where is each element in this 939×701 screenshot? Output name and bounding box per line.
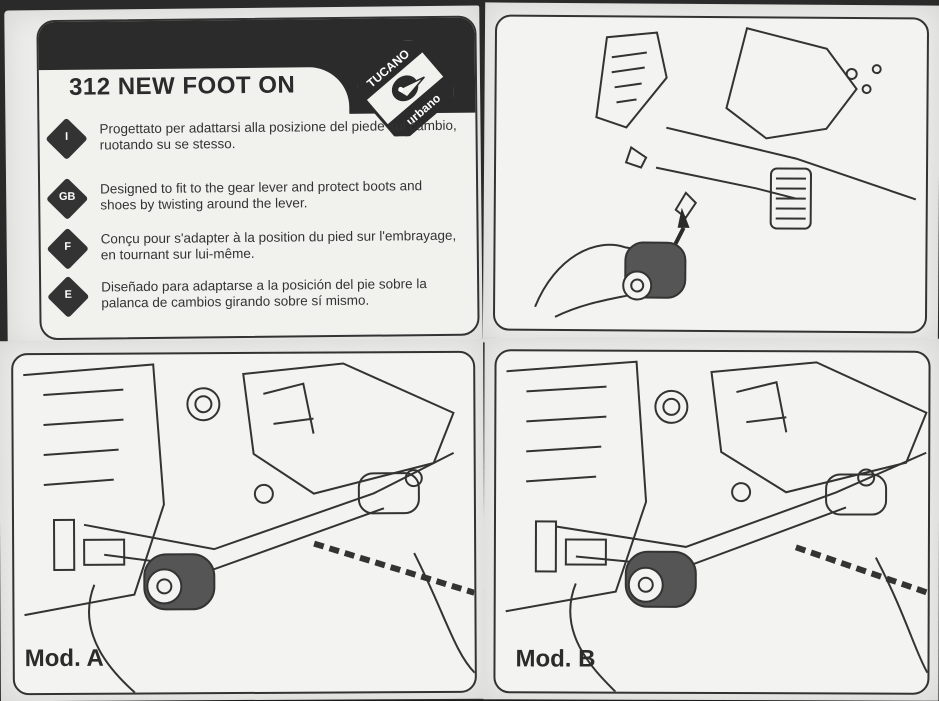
mod-b-illustration	[505, 360, 929, 693]
tucano-urbano-logo: TUCANO urbano	[356, 39, 454, 137]
mod-b-panel: Mod. B	[483, 337, 939, 701]
mod-a-diagram: Mod. A	[11, 350, 477, 696]
lang-description: Diseñado para adaptarse a la posición de…	[101, 276, 427, 311]
lang-description: Conçu pour s'adapter à la position du pi…	[100, 227, 457, 263]
mod-a-panel: Mod. A	[0, 338, 485, 701]
instructions-frame: 312 NEW FOOT ON TUCANO urbano I Progetta…	[36, 15, 480, 341]
lang-row-english: GB Designed to fit to the gear lever and…	[46, 177, 472, 221]
instructions-panel: 312 NEW FOOT ON TUCANO urbano I Progetta…	[4, 5, 483, 349]
lang-code: GB	[58, 190, 76, 203]
lang-row-spanish: E Diseñado para adaptarse a la posición …	[47, 275, 473, 319]
install-illustration	[534, 27, 917, 318]
mod-a-label: Mod. A	[24, 644, 104, 673]
mod-a-illustration	[23, 362, 475, 694]
lang-row-french: F Conçu pour s'adapter à la position du …	[46, 227, 473, 271]
install-diagram	[492, 14, 930, 334]
lang-code: E	[64, 288, 72, 301]
lang-code: F	[64, 240, 72, 253]
lang-code: I	[64, 130, 69, 143]
mod-b-label: Mod. B	[515, 645, 596, 673]
lang-description: Progettato per adattarsi alla posizione …	[99, 117, 457, 153]
install-diagram-panel	[482, 2, 939, 346]
product-title: 312 NEW FOOT ON	[68, 71, 296, 101]
mod-b-diagram: Mod. B	[493, 349, 931, 695]
lang-description: Designed to fit to the gear lever and pr…	[100, 178, 423, 213]
